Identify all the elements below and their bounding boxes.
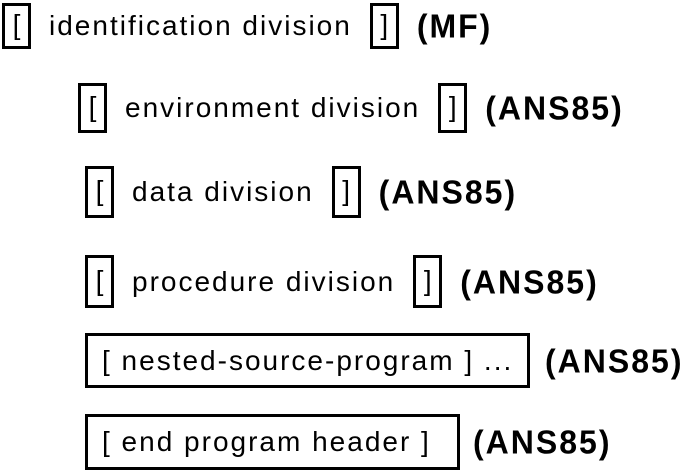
close-bracket-glyph: ] <box>423 264 432 296</box>
syntax-text: procedure division <box>132 265 396 297</box>
dialect-flag: (ANS85) <box>460 262 599 301</box>
open-bracket-box: [ <box>78 83 107 133</box>
group-box-text: [ nested-source-program ] ... <box>102 344 514 376</box>
syntax-row-data-division: [ data division ] (ANS85) <box>85 166 517 218</box>
syntax-row-procedure-division: [ procedure division ] (ANS85) <box>85 255 599 308</box>
open-bracket-box: [ <box>85 255 114 308</box>
dialect-flag: (ANS85) <box>485 89 624 127</box>
open-bracket-glyph: [ <box>95 175 104 206</box>
syntax-row-environment-division: [ environment division ] (ANS85) <box>78 83 624 133</box>
close-bracket-box: ] <box>413 255 443 308</box>
dialect-flag: (ANS85) <box>473 423 612 461</box>
open-bracket-box: [ <box>85 166 114 218</box>
group-box-text: [ end program header ] <box>102 426 431 457</box>
group-box: [ nested-source-program ] ... <box>85 333 530 388</box>
open-bracket-glyph: [ <box>95 264 104 296</box>
dialect-flag: (ANS85) <box>545 341 684 380</box>
open-bracket-box: [ <box>2 3 31 49</box>
close-bracket-glyph: ] <box>448 91 457 122</box>
close-bracket-box: ] <box>438 83 468 133</box>
dialect-flag: (MF) <box>416 7 493 45</box>
close-bracket-box: ] <box>331 166 361 218</box>
syntax-text: environment division <box>125 92 421 123</box>
syntax-row-nested-source-program: [ nested-source-program ] ... (ANS85) <box>85 333 683 388</box>
syntax-text: data division <box>132 176 314 207</box>
open-bracket-glyph: [ <box>88 91 97 122</box>
close-bracket-glyph: ] <box>380 9 389 40</box>
syntax-row-identification-division: [ identification division ] (MF) <box>2 3 492 49</box>
dialect-flag: (ANS85) <box>378 173 518 211</box>
close-bracket-glyph: ] <box>342 175 351 206</box>
group-box: [ end program header ] <box>85 414 460 470</box>
open-bracket-glyph: [ <box>12 9 21 40</box>
close-bracket-box: ] <box>369 3 399 49</box>
syntax-text: identification division <box>49 10 352 41</box>
syntax-row-end-program-header: [ end program header ] (ANS85) <box>85 414 611 470</box>
